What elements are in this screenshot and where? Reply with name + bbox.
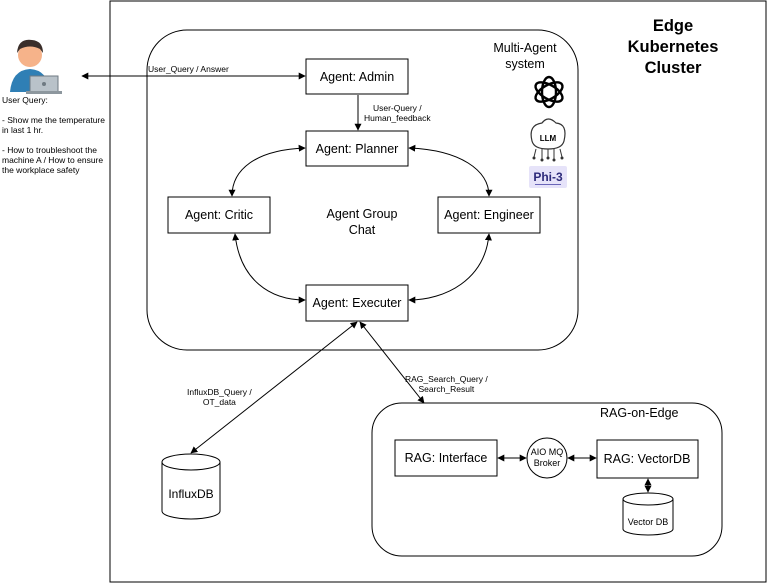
- broker-label-line2: Broker: [534, 458, 561, 468]
- user-query-item-2: - How to troubleshoot the machine A / Ho…: [2, 145, 104, 175]
- multi-agent-title: Multi-Agent system: [493, 41, 557, 71]
- user-query-heading: User Query:: [2, 95, 48, 105]
- edge-executer-influxdb: [190, 321, 358, 454]
- edge-label-rag-search: RAG_Search_Query / Search_Result: [405, 374, 488, 394]
- aio-mq-broker[interactable]: AIO MQ Broker: [526, 437, 568, 479]
- rag-vectordb-box[interactable]: RAG: VectorDB: [596, 439, 699, 479]
- rag-title: RAG-on-Edge: [600, 406, 679, 420]
- agent-executer-box[interactable]: Agent: Executer: [305, 284, 409, 322]
- edge-engineer-executer: [408, 233, 492, 304]
- edge-critic-executer: [232, 233, 306, 304]
- user-query-notes: User Query: - Show me the temperature in…: [2, 95, 107, 185]
- edge-planner-critic: [228, 144, 306, 197]
- agent-group-chat-label: Agent Group Chat: [326, 207, 398, 237]
- influxdb-cylinder[interactable]: InfluxDB: [161, 453, 221, 520]
- phi3-logo: Phi-3: [529, 166, 567, 188]
- edge-planner-engineer: [408, 144, 493, 197]
- vector-db-cylinder[interactable]: Vector DB: [622, 492, 674, 536]
- rag-interface-box[interactable]: RAG: Interface: [394, 439, 498, 477]
- openai-icon: [534, 75, 564, 109]
- agent-engineer-label: Agent: Engineer: [444, 208, 534, 222]
- agent-planner-label: Agent: Planner: [316, 142, 399, 156]
- cluster-title: Edge Kubernetes Cluster: [627, 17, 719, 77]
- agent-critic-label: Agent: Critic: [185, 208, 253, 222]
- vector-db-label: Vector DB: [628, 517, 669, 527]
- user-query-item-1: - Show me the temperature in last 1 hr.: [2, 115, 105, 135]
- agent-engineer-box[interactable]: Agent: Engineer: [437, 196, 541, 234]
- edge-executer-rag: [359, 321, 425, 404]
- agent-executer-label: Agent: Executer: [313, 296, 402, 310]
- agent-planner-box[interactable]: Agent: Planner: [305, 130, 409, 167]
- agent-admin-label: Agent: Admin: [320, 70, 394, 84]
- cluster-boundary: [109, 0, 767, 583]
- agent-critic-box[interactable]: Agent: Critic: [167, 196, 271, 234]
- edge-label-user-query-answer: User_Query / Answer: [148, 64, 229, 74]
- edge-label-user-query-feedback: User-Query / Human_feedback: [364, 103, 431, 123]
- broker-label-line1: AIO MQ: [531, 447, 564, 457]
- edge-label-influx-query: InfluxDB_Query / OT_data: [187, 387, 252, 407]
- rag-interface-label: RAG: Interface: [405, 451, 488, 465]
- influxdb-label: InfluxDB: [168, 487, 213, 501]
- rag-region: [371, 402, 723, 557]
- llm-label: LLM: [540, 134, 557, 143]
- llm-brain-icon: LLM: [530, 118, 566, 162]
- rag-vectordb-label: RAG: VectorDB: [604, 452, 691, 466]
- agent-admin-box[interactable]: Agent: Admin: [305, 58, 409, 95]
- user-person-icon: [10, 39, 62, 94]
